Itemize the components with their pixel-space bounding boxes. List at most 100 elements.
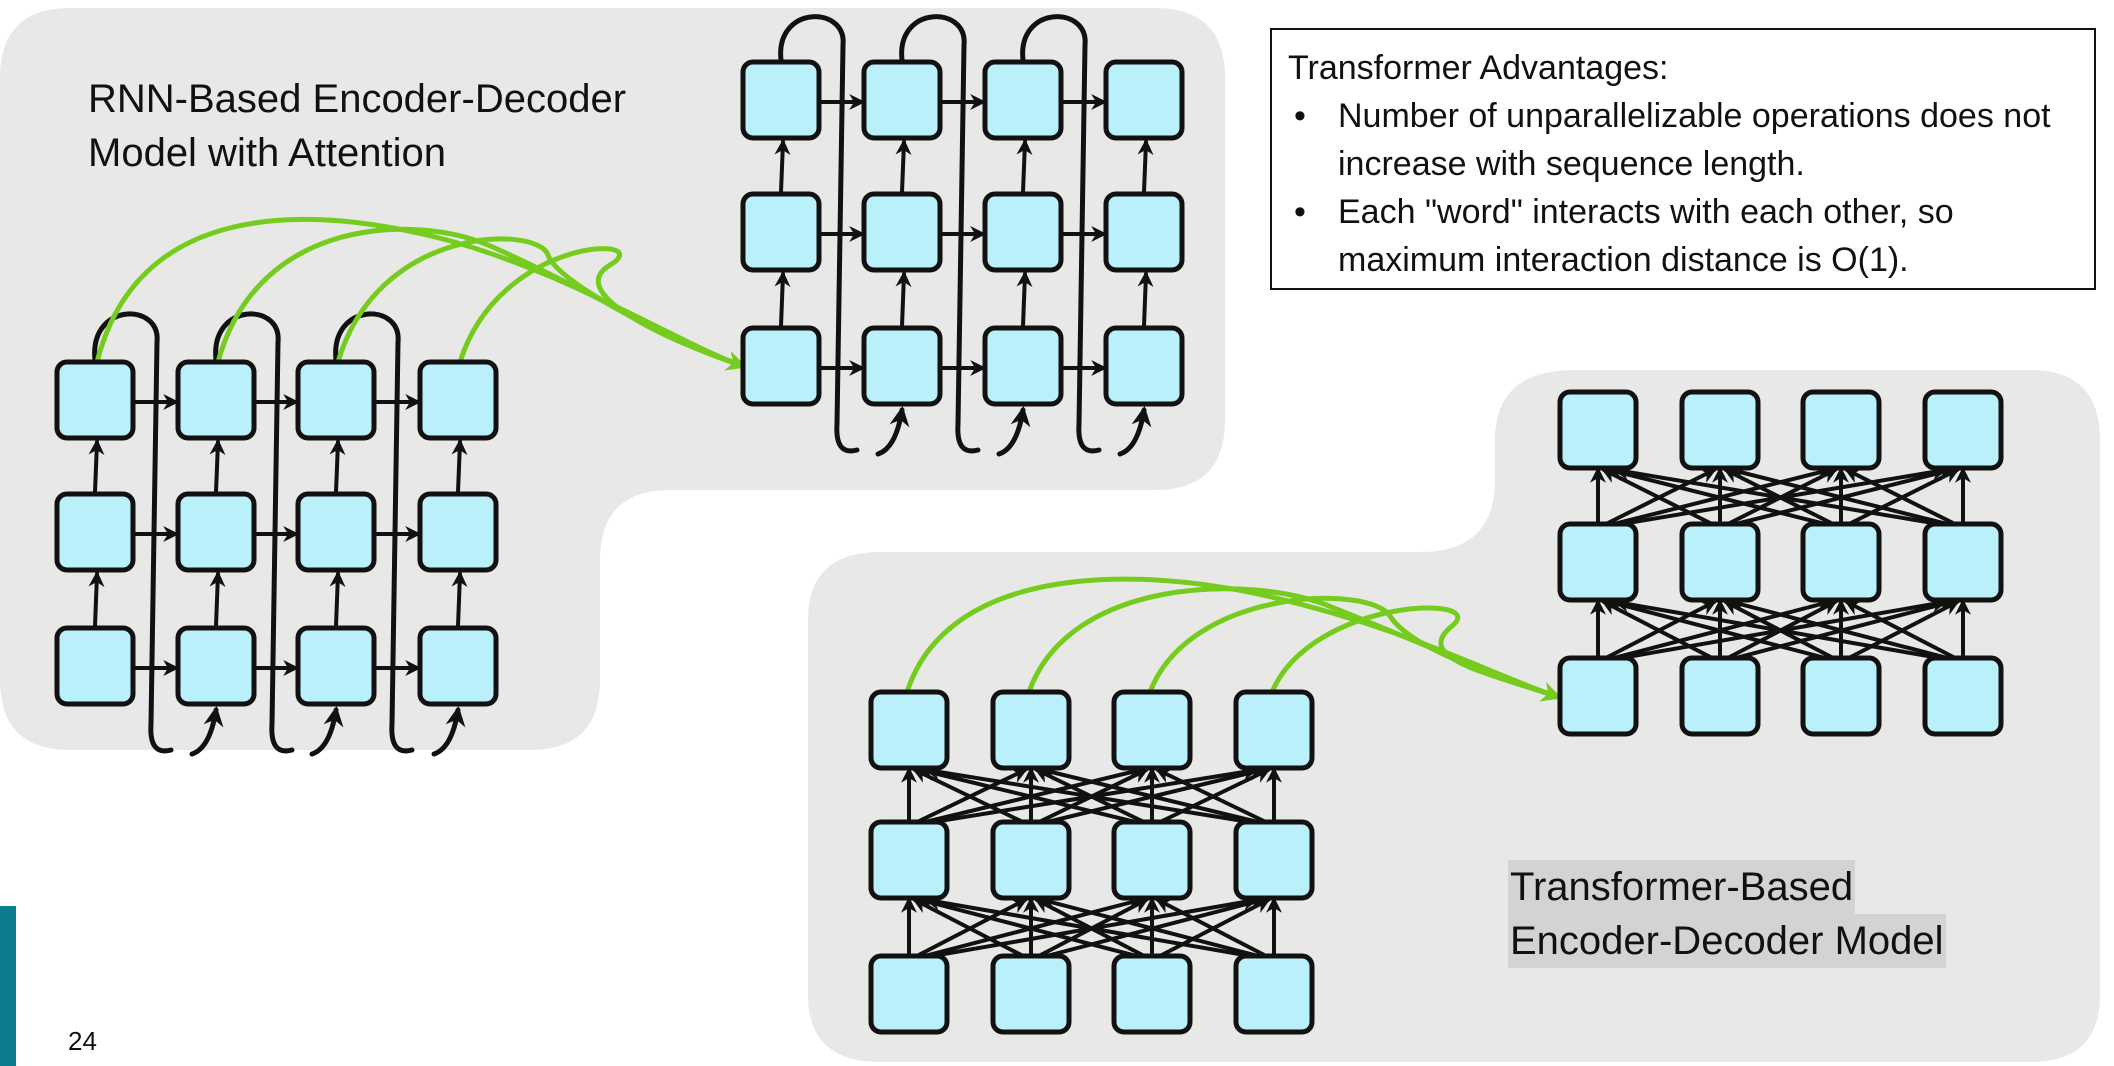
rnn-decoder-vertical-arrow [1016,138,1033,194]
rnn-decoder-node [740,59,822,141]
rnn-encoder-input-arrow [189,706,224,757]
transformer-encoder-node [990,953,1072,1035]
rnn-decoder-node [982,59,1064,141]
transformer-decoder-node [1800,655,1882,737]
rnn-encoder-node [175,625,257,707]
transformer-decoder-node [1679,655,1761,737]
rnn-decoder-recurrent-loop [778,14,860,454]
rnn-decoder-vertical-arrow [895,138,912,194]
transformer-title-line-2: Encoder-Decoder Model [1508,914,1946,968]
rnn-encoder-vertical-arrow [88,570,105,628]
rnn-encoder-node [417,625,499,707]
rnn-decoder-input-arrow [996,406,1031,457]
rnn-decoder-node [740,325,822,407]
accent-bar [0,906,16,1066]
transformer-decoder-node [1557,389,1639,471]
transformer-encoder-node [868,689,950,771]
transformer-encoder-node [1233,953,1315,1035]
advantage-text: Each "word" interacts with each other, s… [1338,193,1954,279]
rnn-decoder-node [1103,191,1185,273]
rnn-encoder-vertical-arrow [329,438,346,494]
advantage-item: • Each "word" interacts with each other,… [1288,188,2078,284]
rnn-encoder-node [295,625,377,707]
rnn-decoder-vertical-arrow [1016,270,1033,328]
transformer-title-line-1: Transformer-Based [1508,860,1856,914]
transformer-decoder-attention-link [1606,465,1835,528]
transformer-decoder-attention-link [1606,597,1835,662]
transformer-decoder-attention-link [1728,597,1957,662]
rnn-decoder-vertical-arrow [1137,270,1154,328]
transformer-decoder-attention-link [1844,600,1961,662]
transformer-decoder-node [1557,521,1639,603]
transformer-encoder-attention-link [1155,898,1272,960]
rnn-decoder-node [1103,325,1185,407]
transformer-decoder-node [1922,655,2004,737]
rnn-encoder-node [417,491,499,573]
rnn-encoder-vertical-arrow [209,570,226,628]
transformer-encoder-attention-link [917,895,1146,960]
transformer-decoder-attention-link [1612,596,1953,662]
transformer-decoder-node [1679,521,1761,603]
rnn-encoder-node [54,625,136,707]
rnn-encoder-node [417,359,499,441]
rnn-encoder-recurrent-loop [333,311,415,754]
rnn-encoder-vertical-arrow [209,438,226,494]
transformer-decoder-node [1800,521,1882,603]
rnn-decoder-recurrent-loop [899,14,981,454]
rnn-title-line-2: Model with Attention [88,131,446,175]
transformer-encoder-node [1233,689,1315,771]
rnn-encoder-node [54,491,136,573]
rnn-decoder-node [861,191,943,273]
transformer-encoder-attention-link [917,765,1146,826]
transformer-decoder-node [1922,389,2004,471]
advantage-item: • Number of unparallelizable operations … [1288,92,2078,188]
transformer-encoder-node [990,819,1072,901]
rnn-encoder-input-arrow [309,706,344,757]
rnn-decoder-input-arrow [875,406,910,457]
rnn-encoder-node [295,359,377,441]
rnn-encoder-node [295,491,377,573]
transformer-diagram-title: Transformer-Based Encoder-Decoder Model [1508,860,1946,968]
rnn-encoder-vertical-arrow [451,570,468,628]
transformer-encoder-node [1111,819,1193,901]
transformer-decoder-attention-link [1728,465,1957,528]
transformer-decoder-attention-link [1844,468,1961,528]
transformer-encoder-node [1111,689,1193,771]
rnn-diagram-title: RNN-Based Encoder-Decoder Model with Att… [88,72,688,180]
rnn-encoder-node [175,359,257,441]
advantages-list: • Number of unparallelizable operations … [1288,92,2078,284]
transformer-encoder-node [1233,819,1315,901]
rnn-decoder-recurrent-loop [1020,14,1102,454]
rnn-title-line-1: RNN-Based Encoder-Decoder [88,77,627,121]
transformer-encoder-attention-link [923,764,1264,826]
rnn-decoder-node [861,59,943,141]
rnn-encoder-recurrent-loop [213,311,295,754]
rnn-encoder-vertical-arrow [451,438,468,494]
rnn-encoder-node [54,359,136,441]
rnn-encoder-vertical-arrow [329,570,346,628]
advantages-box: Transformer Advantages: • Number of unpa… [1270,28,2096,290]
rnn-attention-arrow [457,246,747,371]
rnn-decoder-vertical-arrow [774,138,791,194]
transformer-decoder-node [1679,389,1761,471]
transformer-encoder-node [1111,953,1193,1035]
slide-number: 24 [68,1026,97,1056]
transformer-attention-arrow [1269,605,1562,702]
advantages-heading: Transformer Advantages: [1288,49,1669,87]
rnn-decoder-vertical-arrow [774,270,791,328]
rnn-decoder-node [740,191,822,273]
rnn-encoder-vertical-arrow [88,438,105,494]
rnn-decoder-node [1103,59,1185,141]
transformer-encoder-attention-link [1155,768,1272,826]
advantage-text: Number of unparallelizable operations do… [1338,97,2051,183]
transformer-encoder-node [990,689,1072,771]
rnn-encoder-recurrent-loop [92,311,174,754]
transformer-encoder-attention-link [1039,765,1268,826]
rnn-decoder-vertical-arrow [1137,138,1154,194]
transformer-decoder-node [1557,655,1639,737]
rnn-decoder-node [861,325,943,407]
bullet-icon: • [1294,193,1306,231]
transformer-encoder-node [868,953,950,1035]
transformer-encoder-node [868,819,950,901]
transformer-decoder-node [1800,389,1882,471]
